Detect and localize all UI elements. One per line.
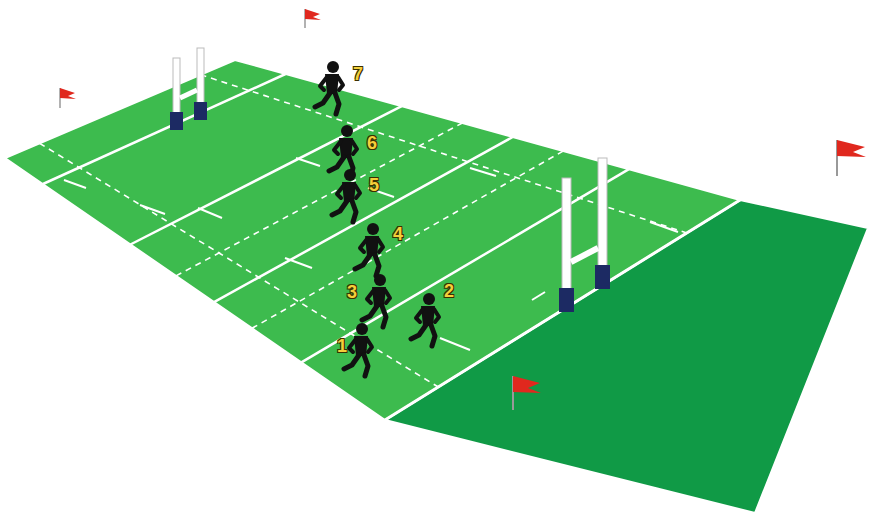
- player-silhouette: [315, 61, 343, 114]
- field-lines: [43, 74, 740, 420]
- dashed-lines: [40, 75, 687, 387]
- callout-number: 7: [353, 64, 363, 85]
- playing-field: [5, 60, 740, 420]
- callout-number: 6: [367, 133, 377, 154]
- player-silhouette: [344, 323, 372, 376]
- player-silhouette: [355, 223, 383, 276]
- player-silhouette: [362, 274, 390, 327]
- callout-number: 3: [347, 282, 357, 303]
- player-silhouette: [332, 169, 360, 222]
- callout-number: 4: [393, 224, 403, 245]
- hash-marks: [64, 158, 678, 350]
- five-metre-line: [40, 143, 439, 387]
- callout-number: 1: [337, 336, 347, 357]
- callout-number: 5: [369, 175, 379, 196]
- fifteen-metre-line: [201, 75, 687, 233]
- players: [315, 61, 439, 376]
- callout-number: 2: [444, 281, 454, 302]
- player-silhouette: [411, 293, 439, 346]
- goalposts: [559, 158, 610, 312]
- goalposts: [170, 48, 207, 130]
- corner-flags: [60, 9, 866, 410]
